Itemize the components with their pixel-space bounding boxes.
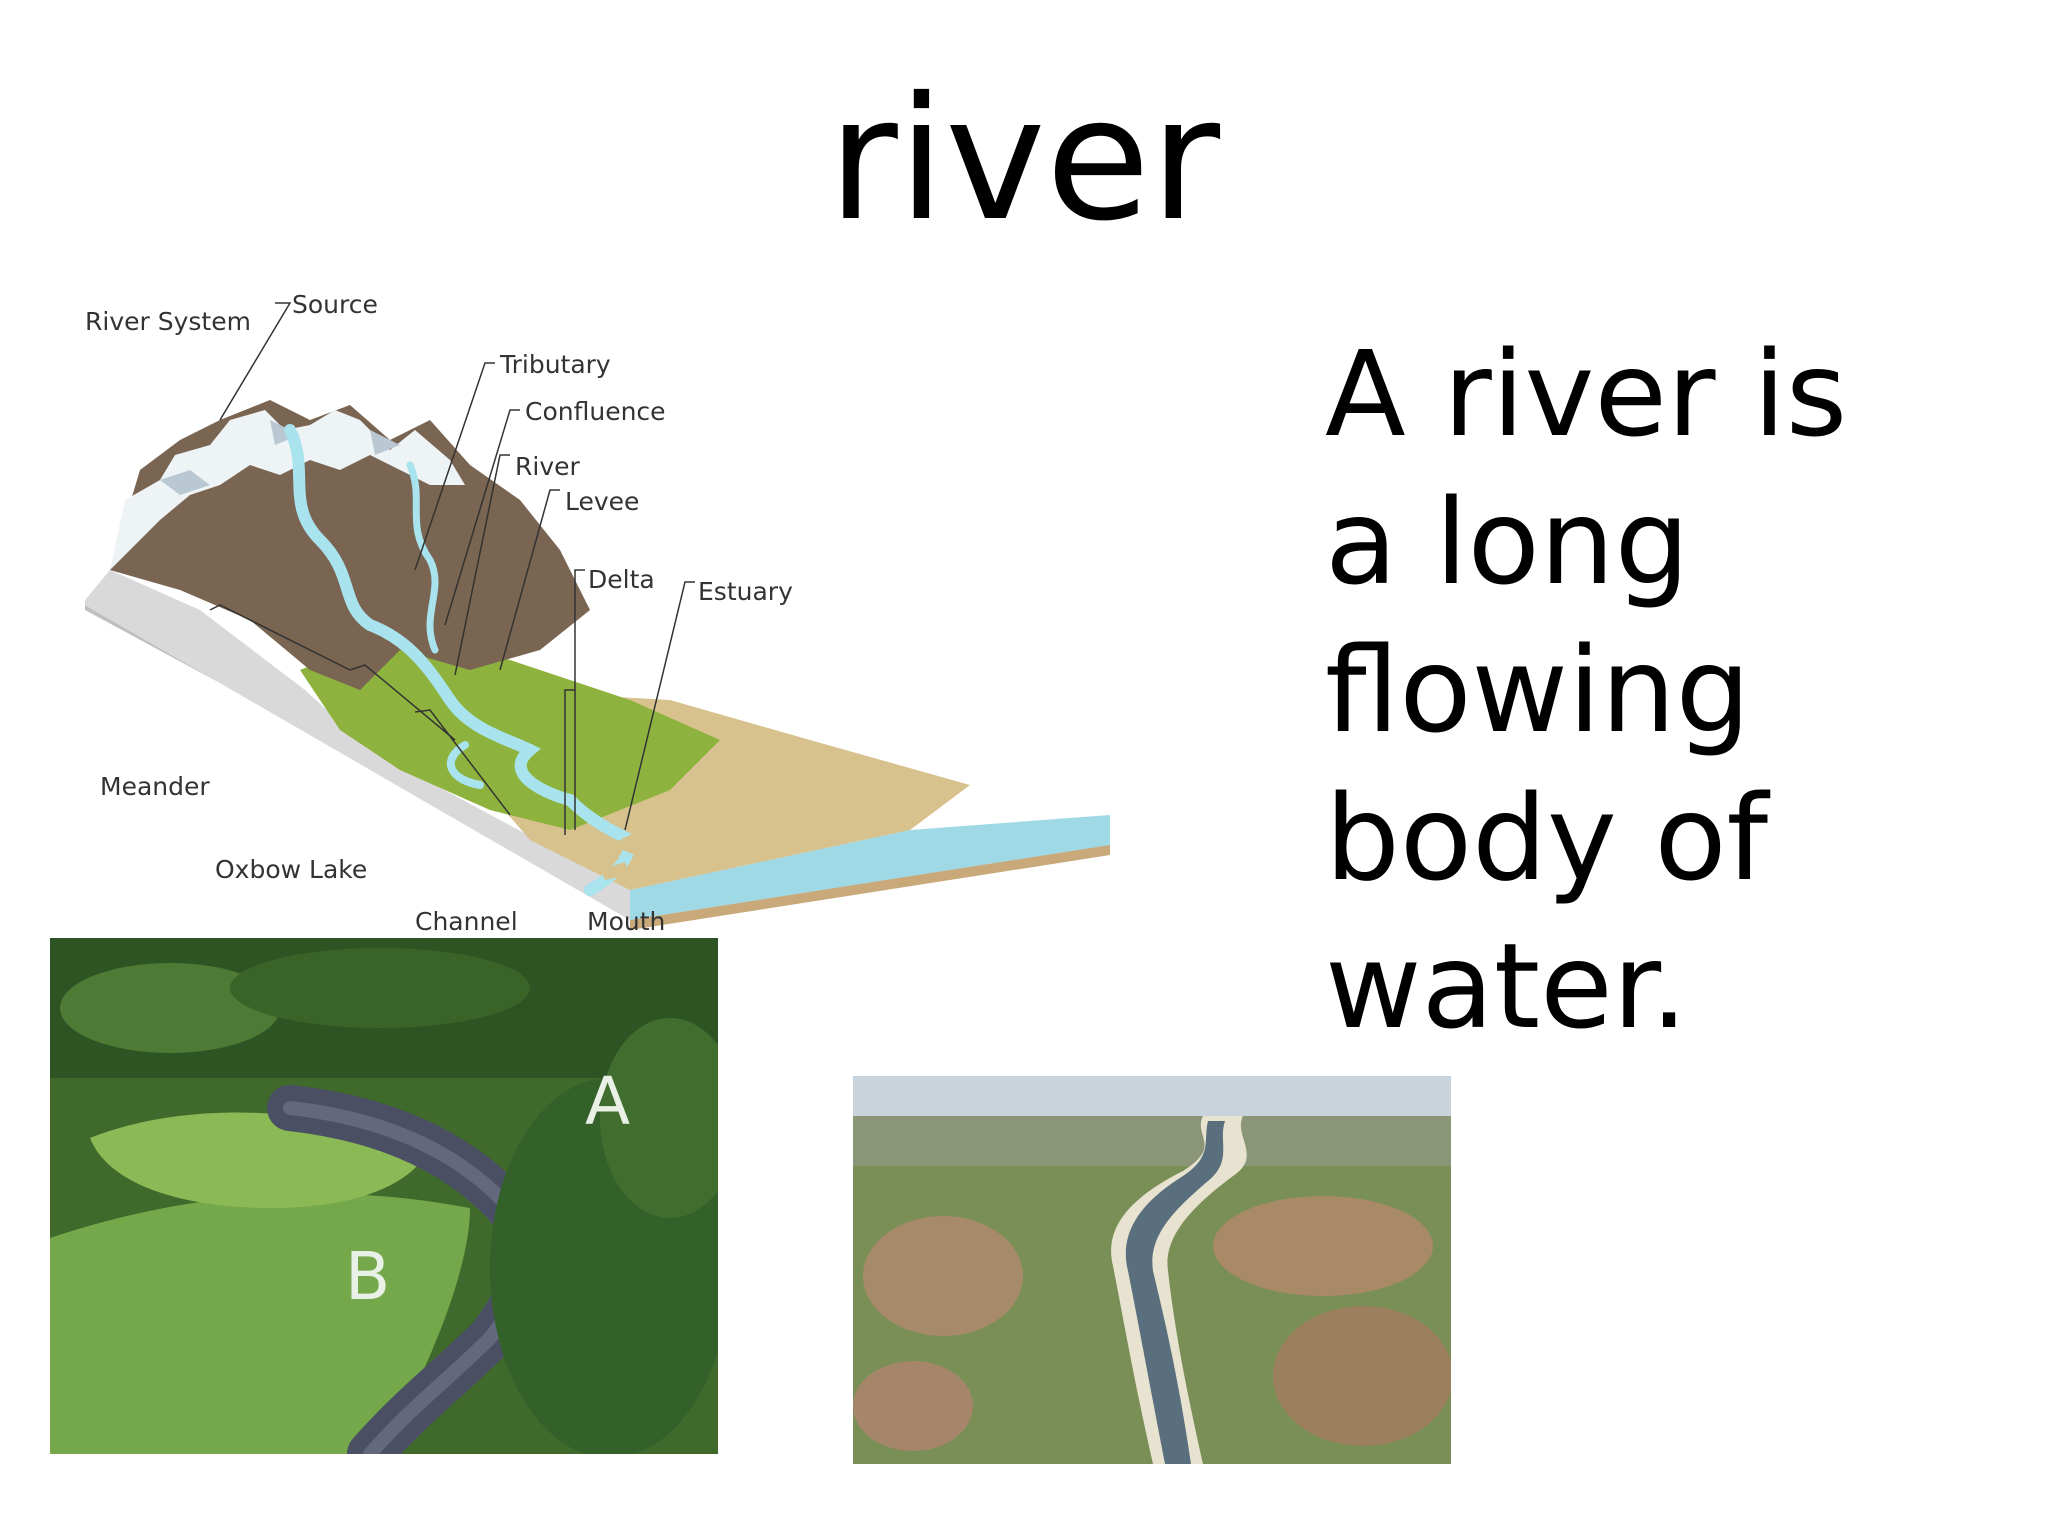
meander-photo: A B: [50, 938, 718, 1454]
label-delta: Delta: [588, 565, 655, 594]
slide-title: river: [827, 61, 1221, 259]
definition-line: flowing: [1325, 621, 1751, 759]
label-oxbow-lake: Oxbow Lake: [215, 855, 367, 884]
tributary-stream: [406, 461, 439, 654]
leader-lines: [209, 302, 695, 835]
aerial-river-photo-image: [853, 1076, 1451, 1464]
main-river: [284, 424, 637, 896]
label-mouth: Mouth: [587, 907, 665, 936]
meander-photo-image: [50, 938, 718, 1454]
block-wall: [85, 570, 630, 920]
label-estuary: Estuary: [698, 577, 793, 606]
label-confluence: Confluence: [525, 397, 666, 426]
label-tributary: Tributary: [499, 350, 611, 379]
delta-islands: [600, 830, 690, 880]
definition-line: water.: [1325, 917, 1688, 1055]
label-meander: Meander: [100, 772, 210, 801]
definition-line: a long: [1325, 473, 1690, 611]
definition-line: A river is: [1325, 325, 1848, 463]
label-channel: Channel: [415, 907, 518, 936]
definition-text: A river is a long flowing body of water.: [1325, 320, 2025, 1060]
aerial-river-photo: [853, 1076, 1451, 1464]
grassland: [300, 630, 720, 830]
sea-floor-edge: [630, 845, 1110, 930]
river-system-diagram: River System Source Tributary Confluence…: [70, 270, 1120, 950]
definition-line: body of: [1325, 769, 1769, 907]
oxbow-lake: [446, 741, 484, 789]
sea: [630, 815, 1110, 920]
river-system-illustration: River System Source Tributary Confluence…: [85, 290, 1110, 936]
label-levee: Levee: [565, 487, 639, 516]
label-river: River: [515, 452, 580, 481]
label-source: Source: [292, 290, 378, 319]
snow-shadow: [160, 420, 400, 495]
diagram-heading: River System: [85, 307, 251, 336]
photo-label-b: B: [345, 1238, 391, 1315]
photo-label-a: A: [585, 1063, 631, 1140]
